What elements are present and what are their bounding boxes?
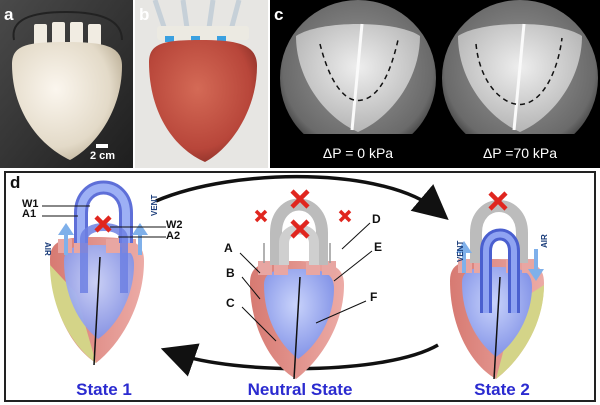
- air-label-state1: AIR: [43, 242, 52, 256]
- heart-state-1: [42, 180, 166, 366]
- callout-a2: A2: [166, 230, 181, 242]
- caption-neutral-state: Neutral State: [247, 380, 353, 399]
- panel-c-label: c: [274, 5, 284, 24]
- callout-a1: A1: [22, 208, 37, 220]
- top-cycle-arrow: [155, 174, 449, 221]
- bottom-cycle-arrow: [160, 343, 439, 377]
- callout-C: C: [226, 296, 235, 310]
- xray-label-left: ΔP = 0 kPa: [322, 145, 394, 161]
- white-heart-image: [0, 0, 133, 168]
- callout-w2: W2: [166, 219, 183, 231]
- state-diagram: [42, 174, 544, 380]
- callout-F: F: [370, 290, 378, 304]
- panel-b-photo: [135, 0, 268, 168]
- panel-b-label: b: [139, 5, 150, 24]
- red-heart-image: [135, 0, 268, 168]
- xray-label-right: ΔP =70 kPa: [482, 145, 558, 161]
- callout-E: E: [374, 240, 383, 254]
- caption-state-1: State 1: [76, 380, 132, 399]
- callout-A: A: [224, 241, 233, 255]
- heart-neutral: [239, 189, 373, 380]
- panel-a-photo: [0, 0, 133, 168]
- vent-label-state1: VENT: [150, 194, 159, 216]
- air-label-state2: AIR: [540, 234, 549, 248]
- caption-state-2: State 2: [474, 380, 530, 399]
- panel-c-xray: [270, 0, 600, 168]
- scale-bar-label: 2 cm: [90, 150, 116, 162]
- vent-label-state2: VENT: [456, 240, 465, 262]
- panel-d-label: d: [10, 173, 21, 192]
- panel-d-schematic: [4, 171, 596, 402]
- heart-state-2: [450, 191, 544, 380]
- callout-D: D: [372, 212, 381, 226]
- xray-images: [270, 0, 600, 168]
- callout-w1: W1: [22, 198, 39, 210]
- callout-B: B: [226, 266, 235, 280]
- panel-a-label: a: [4, 5, 14, 24]
